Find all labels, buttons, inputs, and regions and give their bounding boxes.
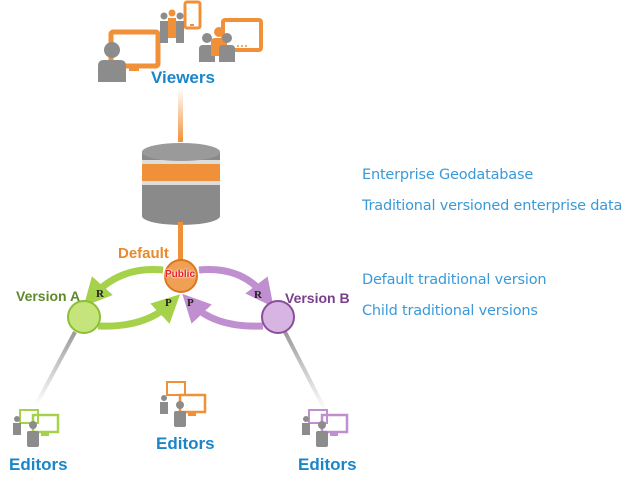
default-version-node[interactable] [164, 259, 198, 293]
version-b-node[interactable] [261, 300, 295, 334]
version-a-node[interactable] [67, 300, 101, 334]
version-a-label: Version A [16, 288, 81, 304]
reconcile-label-a: R [96, 288, 104, 300]
editors-left-icon [13, 409, 60, 447]
editors-center-label: Editors [156, 434, 215, 453]
viewers-connector [178, 88, 183, 142]
legend-enterprise-geodatabase: Enterprise Geodatabase [362, 167, 534, 183]
legend-traditional-versioned-data: Traditional versioned enterprise data [362, 198, 623, 214]
person-icon [98, 42, 126, 82]
post-label-a: P [165, 297, 172, 309]
post-arrow-a [97, 294, 181, 330]
version-a-editors-connector [34, 331, 77, 406]
legend-child-versions: Child traditional versions [362, 303, 538, 319]
viewers-label: Viewers [151, 68, 215, 87]
reconcile-arrow-a [83, 266, 164, 307]
public-label: Public [165, 269, 196, 280]
viewers-icon-group [98, 0, 263, 82]
editors-right-label: Editors [298, 455, 357, 474]
people-group-icon [160, 9, 184, 43]
reconcile-label-b: R [254, 289, 262, 301]
default-version-label: Default [118, 245, 169, 262]
reconcile-arrow-b [198, 266, 274, 308]
editors-left-label: Editors [9, 455, 68, 474]
people-trio-icon [199, 27, 235, 62]
database-icon [142, 143, 220, 225]
post-arrow-b [182, 293, 264, 330]
db-default-connector [178, 222, 183, 264]
editors-right-icon [302, 409, 349, 447]
phone-icon [183, 0, 202, 30]
version-b-editors-connector [283, 331, 327, 411]
post-label-b: P [187, 297, 194, 309]
editors-center-icon [160, 381, 207, 427]
version-b-label: Version B [285, 290, 350, 306]
legend-default-version: Default traditional version [362, 272, 547, 288]
